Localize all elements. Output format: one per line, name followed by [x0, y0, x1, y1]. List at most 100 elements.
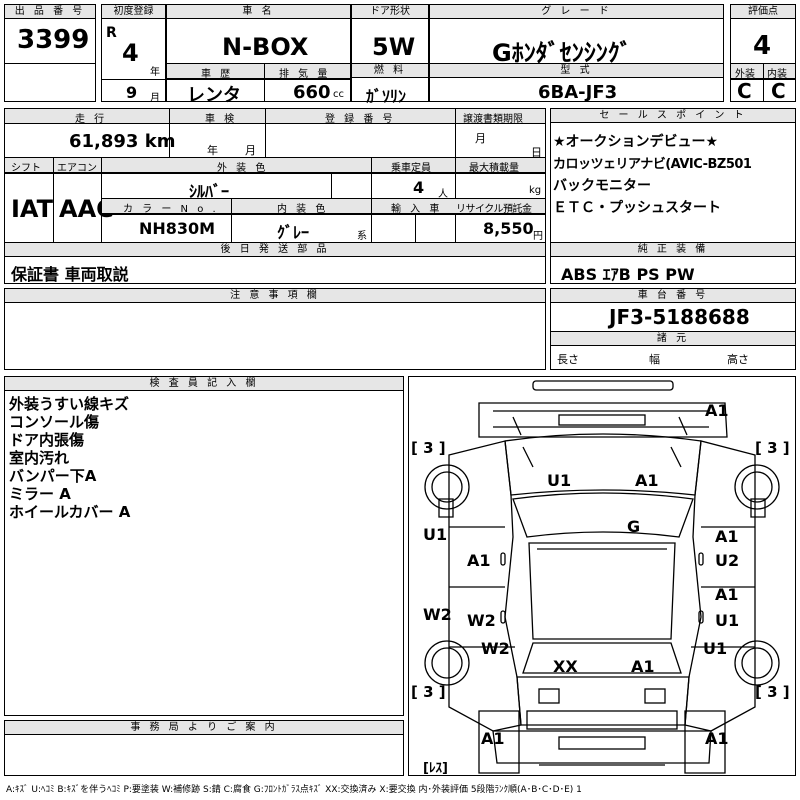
displacement-label: 排 気 量: [279, 69, 331, 80]
fuel: ｶﾞｿﾘﾝ: [366, 87, 407, 106]
equipment: ABS ｴｱB PS PW: [561, 265, 695, 284]
selling-point-3: バックモニター: [553, 178, 651, 194]
door-box: ドア形状 5W 燃 料 ｶﾞｿﾘﾝ: [351, 4, 429, 106]
car-diagram: A1 U1 A1 G U1 A1 A1 U2 A1 U1 W2 W2 W2 U1…: [408, 376, 796, 776]
bracket-top-left: [ 3 ]: [411, 439, 446, 457]
grade: Gﾎﾝﾀﾞｾﾝｼﾝｸﾞ: [492, 39, 632, 67]
grade-label: グ レ ー ド: [430, 5, 723, 19]
interior-label: 内装: [767, 69, 787, 80]
later-parts: 保証書 車両取説: [11, 265, 129, 284]
mark-tail-left: XX: [553, 657, 578, 676]
legend: A:ｷｽﾞ U:ﾍｺﾐ B:ｷｽﾞを伴うﾍｺﾐ P:要塗装 W:補修跡 S:錆 …: [6, 785, 582, 795]
model-label: 型 式: [430, 64, 723, 78]
shift-label: シフト: [11, 163, 41, 174]
first-registration-box: 初度登録 R 4 年 9 月: [101, 4, 166, 104]
lot-number-label: 出 品 番 号: [5, 5, 95, 19]
model: 6BA-JF3: [538, 82, 618, 103]
shift: IAT: [11, 195, 54, 223]
selling-points-box: セ ー ル ス ポ イ ン ト ★オークションデビュー★ カロッツェリアナビ(A…: [550, 108, 796, 284]
score-box: 評価点 4 外装 内装 C C: [730, 4, 796, 103]
mark-right-door-front-2: U2: [715, 551, 740, 570]
inspector-line-1: 外装うすい線キズ: [9, 395, 130, 413]
color-number: NH830M: [139, 219, 216, 238]
exterior-score: C: [737, 79, 752, 103]
interior-color-unit: 系: [357, 231, 367, 242]
selling-point-2: カロッツェリアナビ(AVIC-BZ501: [553, 157, 752, 172]
first-registration-label: 初度登録: [102, 5, 165, 19]
inspector-box: 検 査 員 記 入 欄 外装うすい線キズ コンソール傷 ドア内張傷 室内汚れ バ…: [4, 376, 404, 716]
mark-left-door-rear: W2: [467, 611, 496, 630]
mark-hood-left: U1: [547, 471, 572, 490]
capacity-label: 乗車定員: [391, 163, 431, 174]
later-parts-label: 後 日 発 送 部 品: [5, 243, 545, 257]
mark-left-door-front: A1: [467, 551, 491, 570]
ac-label: エアコン: [57, 163, 97, 174]
exterior-color: ｼﾙﾊﾞｰ: [189, 182, 230, 201]
exterior-label: 外装: [735, 69, 755, 80]
selling-points-label: セ ー ル ス ポ イ ン ト: [551, 109, 795, 123]
mark-bumper-right: A1: [705, 729, 729, 748]
mark-hood-right: A1: [635, 471, 659, 490]
recycle-label: リサイクル預託金: [456, 204, 532, 215]
car-name-box: 車 名 N-BOX 車 歴 排 気 量 レンタ 660 cc: [166, 4, 351, 106]
load-unit: kg: [529, 185, 542, 196]
notes-box: 注 意 事 項 欄: [4, 288, 546, 370]
car-name-label: 車 名: [167, 5, 350, 19]
car-outline: [424, 380, 780, 774]
door-type: 5W: [372, 33, 416, 61]
car-name: N-BOX: [222, 33, 309, 61]
transfer-day-unit: 日: [531, 146, 542, 159]
recycle-unit: 円: [533, 231, 543, 242]
transfer-month-unit: 月: [475, 132, 486, 145]
score: 4: [753, 31, 772, 61]
mileage: 61,893 km: [69, 131, 176, 152]
inspection-year-unit: 年: [207, 144, 218, 157]
bracket-top-right: [ 3 ]: [755, 439, 790, 457]
inspector-line-2: コンソール傷: [9, 413, 100, 431]
reg-year-unit: 年: [150, 67, 160, 78]
import-label: 輸 入 車: [391, 204, 443, 215]
equipment-label: 純 正 装 備: [551, 243, 795, 257]
dims-label: 諸 元: [551, 332, 795, 346]
color-no-label: カ ラ ー N o .: [123, 204, 219, 215]
mileage-label: 走 行: [75, 114, 108, 125]
mark-left-quarter: W2: [481, 639, 510, 658]
bracket-bottom-right: [ 3 ]: [755, 683, 790, 701]
office-label: 事 務 局 よ り ご 案 内: [5, 721, 403, 735]
color-label: 外 装 色: [217, 163, 269, 174]
reg-no-label: 登 録 番 号: [325, 114, 396, 125]
capacity-unit: 人: [438, 189, 448, 200]
reg-month: 9: [126, 83, 138, 102]
chassis-number: JF3-5188688: [609, 305, 750, 329]
inspector-line-3: ドア内張傷: [9, 431, 85, 449]
mark-bumper-left: A1: [481, 729, 505, 748]
selling-point-4: ＥＴＣ・プッシュスタート: [553, 200, 721, 216]
mark-tail-right: A1: [631, 657, 655, 676]
height-label: 高さ: [727, 353, 749, 366]
transfer-label: 譲渡書類期限: [463, 114, 523, 125]
reg-month-unit: 月: [150, 93, 160, 104]
history: レンタ: [187, 85, 241, 106]
mark-left-wheel-rear: W2: [423, 605, 452, 624]
inspector-line-6: ミラー A: [9, 485, 71, 503]
displacement-unit: cc: [333, 89, 344, 100]
load-label: 最大積載量: [469, 163, 519, 174]
bracket-bottom-left: [ 3 ]: [411, 683, 446, 701]
chassis-label: 車 台 番 号: [551, 289, 795, 303]
width-label: 幅: [649, 353, 660, 366]
interior-color: ｸﾞﾚｰ: [277, 223, 310, 242]
chassis-box: 車 台 番 号 JF3-5188688 諸 元 長さ 幅 高さ: [550, 288, 796, 370]
grade-box: グ レ ー ド Gﾎﾝﾀﾞｾﾝｼﾝｸﾞ 型 式 6BA-JF3: [429, 4, 724, 103]
mark-front-right-top: A1: [705, 401, 729, 420]
mark-right-quarter: U1: [703, 639, 728, 658]
inspector-line-7: ホイールカバー A: [9, 503, 131, 521]
mark-right-door-front-1: A1: [715, 527, 739, 546]
era: R: [106, 25, 117, 41]
score-label: 評価点: [731, 5, 795, 19]
history-label: 車 歴: [201, 69, 234, 80]
mark-roof: G: [627, 517, 641, 536]
reg-year: 4: [122, 39, 139, 67]
door-label: ドア形状: [352, 5, 428, 19]
selling-point-1: ★オークションデビュー★: [553, 134, 719, 150]
office-box: 事 務 局 よ り ご 案 内: [4, 720, 404, 776]
